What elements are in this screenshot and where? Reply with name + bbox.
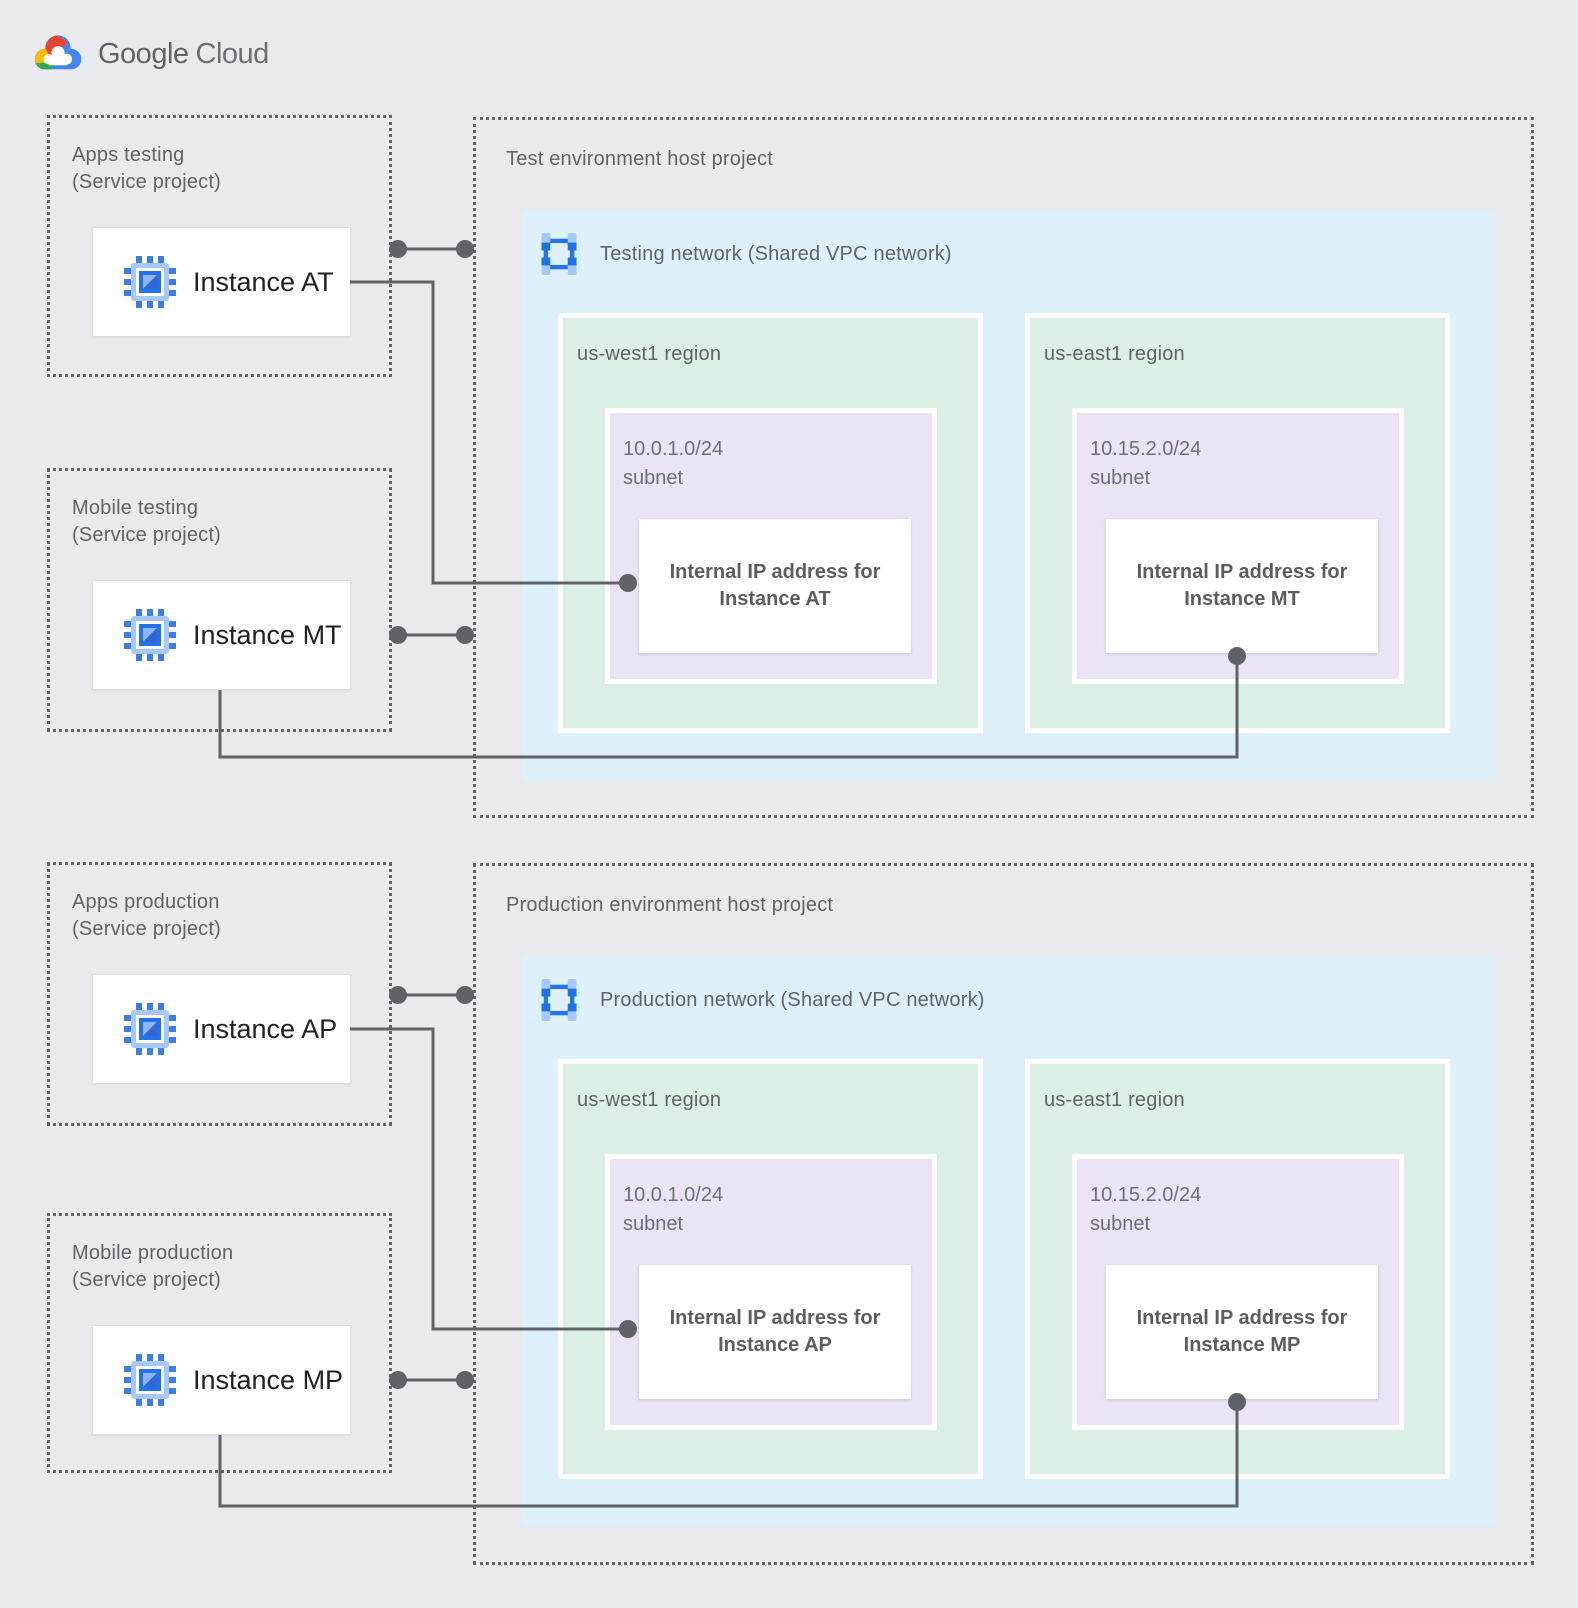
region-us-east1: us-east1 region 10.15.2.0/24 subnet Inte… bbox=[1025, 1059, 1450, 1479]
network-label: Testing network (Shared VPC network) bbox=[600, 242, 952, 265]
connector-apps-production-host bbox=[389, 986, 474, 1004]
subnet-word: subnet bbox=[1090, 467, 1151, 489]
instance-card-ap: Instance AP bbox=[92, 974, 351, 1084]
host-project-title: Production environment host project bbox=[506, 894, 834, 916]
subnet-label: 10.0.1.0/24 subnet bbox=[623, 435, 723, 493]
region-label: us-east1 region bbox=[1044, 1089, 1185, 1111]
connector-mobile-production-host bbox=[389, 1371, 474, 1389]
shared-vpc-network-testing: Testing network (Shared VPC network) us-… bbox=[522, 210, 1496, 780]
compute-instance-icon bbox=[124, 609, 176, 661]
compute-instance-icon bbox=[124, 1003, 176, 1055]
region-label: us-west1 region bbox=[577, 343, 722, 365]
subnet-label: 10.15.2.0/24 subnet bbox=[1090, 1181, 1201, 1239]
instance-label: Instance AP bbox=[193, 1013, 338, 1044]
network-header: Testing network (Shared VPC network) bbox=[538, 233, 952, 275]
internal-ip-box-ap: Internal IP address for Instance AP bbox=[639, 1265, 911, 1399]
instance-card-at: Instance AT bbox=[92, 227, 351, 337]
subnet-word: subnet bbox=[623, 467, 684, 489]
subnet-word: subnet bbox=[1090, 1213, 1151, 1235]
compute-instance-icon bbox=[124, 1354, 176, 1406]
internal-ip-line1: Internal IP address for bbox=[1136, 1307, 1348, 1329]
internal-ip-line1: Internal IP address for bbox=[669, 1307, 881, 1329]
service-project-subtitle: (Service project) bbox=[72, 1269, 221, 1291]
subnet-cidr: 10.0.1.0/24 bbox=[623, 438, 724, 460]
service-project-title: Apps testing bbox=[72, 144, 185, 166]
subnet-word: subnet bbox=[623, 1213, 684, 1235]
region-us-west1: us-west1 region 10.0.1.0/24 subnet Inter… bbox=[558, 313, 983, 733]
internal-ip-line2: Instance MT bbox=[1184, 588, 1300, 610]
connector-mobile-testing-host bbox=[389, 626, 474, 644]
region-us-west1: us-west1 region 10.0.1.0/24 subnet Inter… bbox=[558, 1059, 983, 1479]
shared-vpc-network-production: Production network (Shared VPC network) … bbox=[522, 956, 1496, 1526]
internal-ip-line1: Internal IP address for bbox=[1136, 561, 1348, 583]
instance-label: Instance MP bbox=[193, 1364, 344, 1395]
connector-apps-testing-host bbox=[389, 240, 474, 258]
service-project-subtitle: (Service project) bbox=[72, 524, 221, 546]
subnet-cidr: 10.15.2.0/24 bbox=[1090, 438, 1202, 460]
service-project-mobile-production: Mobile production (Service project) Inst… bbox=[47, 1213, 392, 1473]
subnet-10-15-2-0: 10.15.2.0/24 subnet Internal IP address … bbox=[1072, 1154, 1404, 1430]
internal-ip-line2: Instance MP bbox=[1183, 1334, 1301, 1356]
service-project-subtitle: (Service project) bbox=[72, 918, 221, 940]
region-label: us-east1 region bbox=[1044, 343, 1185, 365]
region-label: us-west1 region bbox=[577, 1089, 722, 1111]
network-header: Production network (Shared VPC network) bbox=[538, 979, 985, 1021]
service-project-title: Apps production bbox=[72, 891, 220, 913]
subnet-label: 10.0.1.0/24 subnet bbox=[623, 1181, 723, 1239]
service-project-title: Mobile production bbox=[72, 1242, 234, 1264]
service-project-subtitle: (Service project) bbox=[72, 171, 221, 193]
internal-ip-line2: Instance AT bbox=[719, 588, 831, 610]
compute-instance-icon bbox=[124, 256, 176, 308]
network-label: Production network (Shared VPC network) bbox=[600, 988, 985, 1011]
host-project-test: Test environment host project Testing ne… bbox=[473, 117, 1534, 818]
region-us-east1: us-east1 region 10.15.2.0/24 subnet Inte… bbox=[1025, 313, 1450, 733]
vpc-network-icon bbox=[541, 233, 577, 275]
internal-ip-box-mp: Internal IP address for Instance MP bbox=[1106, 1265, 1378, 1399]
internal-ip-box-mt: Internal IP address for Instance MT bbox=[1106, 519, 1378, 653]
subnet-cidr: 10.15.2.0/24 bbox=[1090, 1184, 1202, 1206]
google-cloud-icon bbox=[34, 35, 82, 70]
service-project-apps-production: Apps production (Service project) Instan… bbox=[47, 862, 392, 1126]
service-project-mobile-testing: Mobile testing (Service project) Instanc… bbox=[47, 468, 392, 732]
internal-ip-line2: Instance AP bbox=[718, 1334, 832, 1356]
instance-card-mt: Instance MT bbox=[92, 580, 351, 690]
host-project-title: Test environment host project bbox=[506, 148, 774, 170]
subnet-10-15-2-0: 10.15.2.0/24 subnet Internal IP address … bbox=[1072, 408, 1404, 684]
instance-label: Instance AT bbox=[193, 266, 334, 297]
instance-label: Instance MT bbox=[193, 619, 342, 650]
subnet-cidr: 10.0.1.0/24 bbox=[623, 1184, 724, 1206]
logo-word-cloud: Cloud bbox=[195, 38, 270, 70]
instance-card-mp: Instance MP bbox=[92, 1325, 351, 1435]
host-project-production: Production environment host project Prod… bbox=[473, 863, 1534, 1565]
subnet-label: 10.15.2.0/24 subnet bbox=[1090, 435, 1201, 493]
internal-ip-line1: Internal IP address for bbox=[669, 561, 881, 583]
internal-ip-box-at: Internal IP address for Instance AT bbox=[639, 519, 911, 653]
logo-word-google: Google bbox=[98, 38, 189, 70]
subnet-10-0-1-0: 10.0.1.0/24 subnet Internal IP address f… bbox=[605, 408, 937, 684]
service-project-apps-testing: Apps testing (Service project) Instance … bbox=[47, 115, 392, 377]
vpc-network-icon bbox=[541, 979, 577, 1021]
service-project-title: Mobile testing bbox=[72, 497, 199, 519]
subnet-10-0-1-0: 10.0.1.0/24 subnet Internal IP address f… bbox=[605, 1154, 937, 1430]
